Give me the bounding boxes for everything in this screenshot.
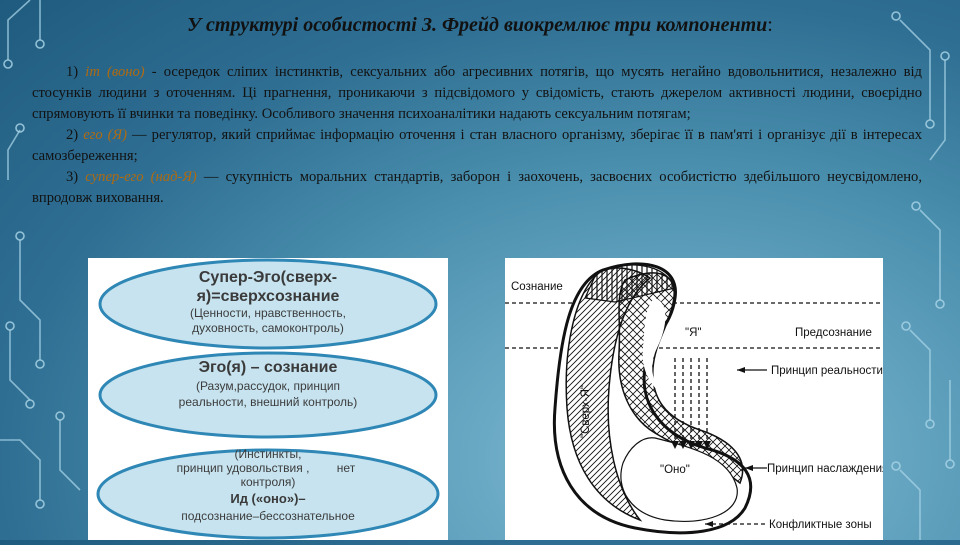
- label-ego: "Я": [685, 327, 701, 339]
- superego-title-1: Супер-Эго(сверх-: [199, 269, 337, 286]
- consciousness-cap: [584, 264, 676, 303]
- superego-ellipse: [98, 258, 438, 350]
- label-reality-principle: Принцип реальности: [771, 365, 883, 377]
- ego-ellipse: [98, 351, 438, 439]
- label-consciousness: Сознание: [511, 281, 563, 293]
- term-id: іт (воно): [85, 64, 145, 80]
- label-conflict-zones: Конфликтные зоны: [769, 519, 872, 531]
- personality-levels-diagram: Супер-Эго(сверх- я)=сверхсознание (Ценно…: [88, 258, 448, 540]
- superego-title-2: я)=сверхсознание: [196, 288, 340, 305]
- id-desc-2a: принцип удовольствия ,: [177, 461, 310, 475]
- label-pleasure-principle: Принцип наслаждения: [767, 463, 883, 475]
- id-desc-2b: нет: [337, 461, 356, 475]
- superego-desc-1: (Ценности, нравственность,: [190, 306, 346, 320]
- id-ellipse: [96, 448, 440, 540]
- id-region: [620, 437, 738, 523]
- label-id: "Оно": [660, 464, 690, 476]
- paragraph-ego: 2) его (Я) — регулятор, який сприймає ін…: [32, 127, 922, 164]
- paragraph-superego: 3) супер-его (над-Я) — сукупність мораль…: [32, 169, 922, 206]
- id-title: Ид («оно»)–: [230, 491, 305, 506]
- label-superego: "Сверх-Я": [580, 385, 592, 438]
- energy-arrows: [674, 358, 708, 443]
- ego-desc-2: реальности, внешний контроль): [179, 395, 358, 409]
- ego-title: Эго(я) – сознание: [199, 359, 338, 376]
- paragraph-id: 1) іт (воно) - осередок сліпих інстинкті…: [32, 64, 922, 122]
- label-preconscious: Предсознание: [795, 327, 872, 339]
- ego-desc-1: (Разум,рассудок, принцип: [196, 379, 340, 393]
- slide-title: У структурі особистості З. Фрейд виокрем…: [187, 14, 773, 36]
- term-ego: его (Я): [83, 127, 127, 143]
- id-desc-3: контроля): [241, 475, 296, 489]
- freud-structure-diagram: Сознание Предсознание Принцип реальности…: [505, 258, 888, 540]
- body-text: 1) іт (воно) - осередок сліпих інстинкті…: [32, 62, 922, 209]
- id-desc-4: подсознание–бессознательное: [181, 509, 355, 523]
- id-desc-1: (Инстинкты,: [235, 447, 302, 461]
- term-superego: супер-его (над-Я): [85, 169, 197, 185]
- superego-desc-2: духовность, самоконтроль): [192, 321, 344, 335]
- ego-inner: [642, 298, 670, 398]
